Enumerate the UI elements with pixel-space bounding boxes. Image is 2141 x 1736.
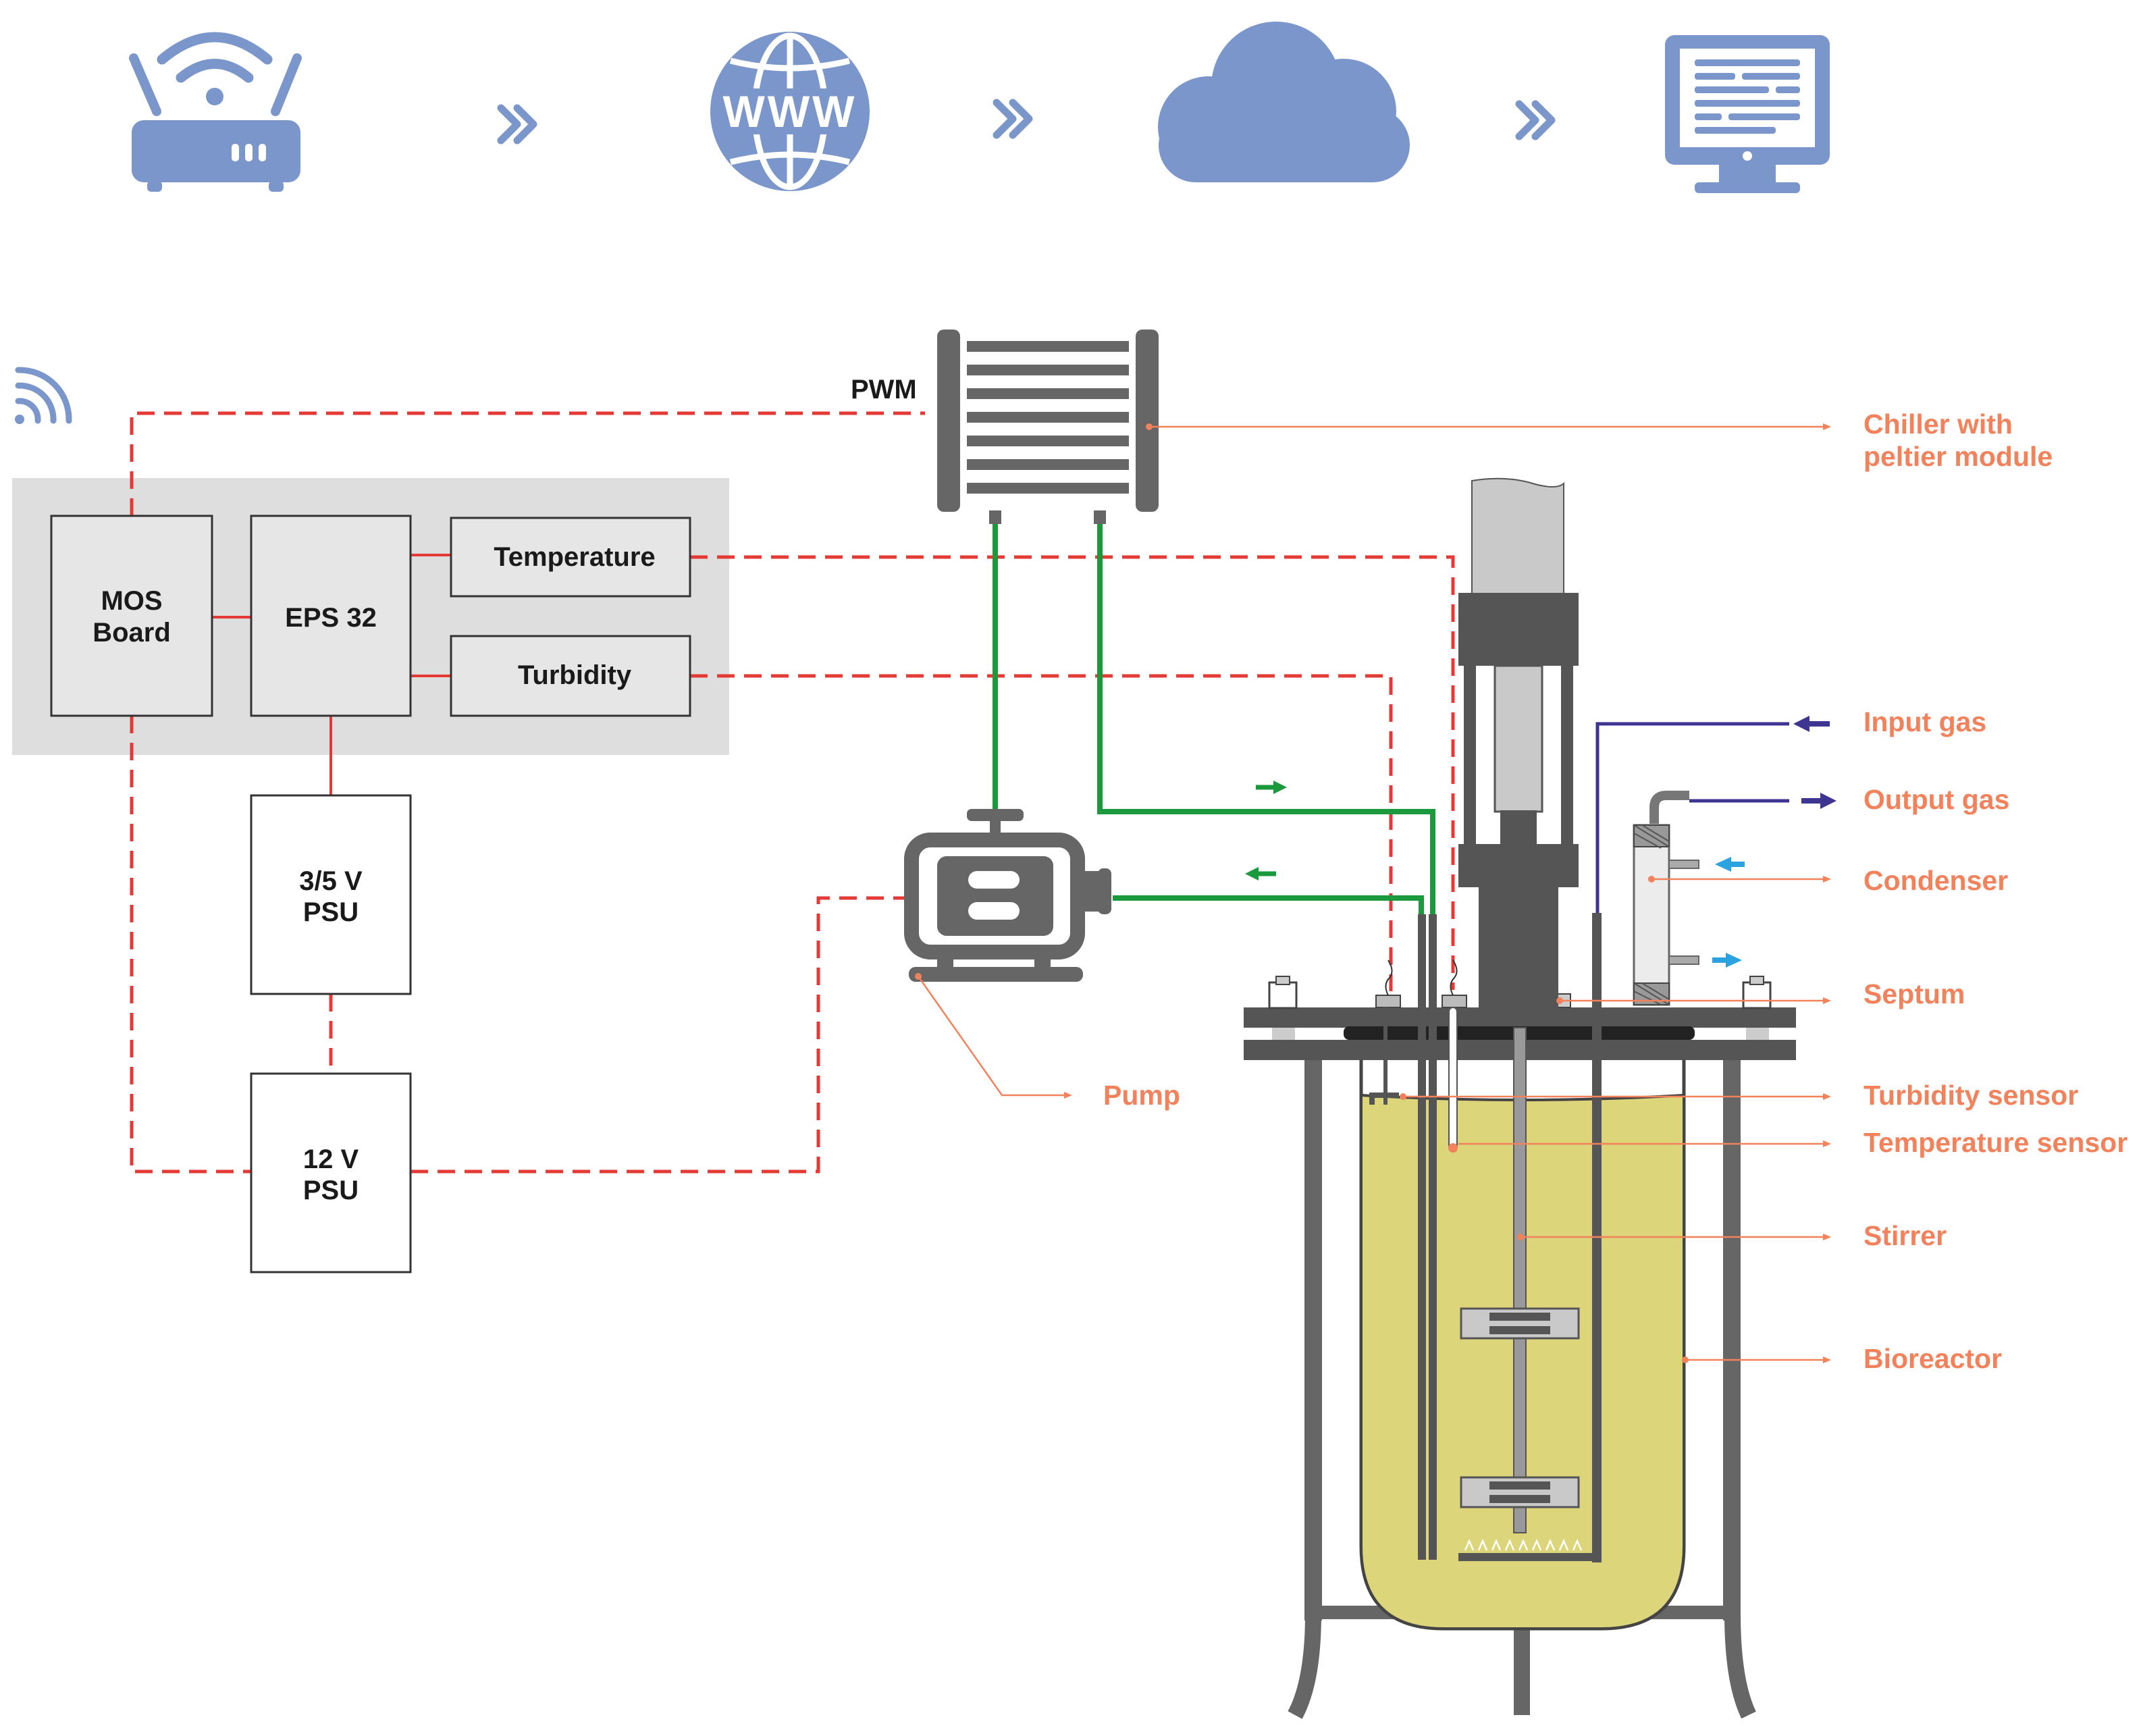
label-output-gas: Output gas: [1864, 784, 2009, 815]
label-bioreactor: Bioreactor: [1864, 1343, 2002, 1374]
monitor-icon: [1665, 35, 1830, 193]
turbidity-block: Turbidity: [450, 635, 691, 717]
temperature-label: Temperature: [494, 542, 655, 572]
label-chiller-line2: peltier module: [1864, 441, 2053, 472]
label-septum: Septum: [1864, 978, 1965, 1009]
eps32-label: EPS 32: [285, 603, 377, 633]
chevron-right-icon: [1515, 100, 1556, 140]
turbidity-label: Turbidity: [518, 660, 632, 690]
psu-3-5v-label-line2: PSU: [303, 897, 359, 927]
label-leader-lines: [915, 423, 1831, 1363]
signal-wires: [130, 411, 1455, 1174]
psu-3-5v-label-line1: 3/5 V: [299, 866, 363, 896]
router-icon: [129, 32, 302, 192]
www-globe-icon: WWW: [710, 32, 870, 191]
pump: [904, 809, 1111, 982]
psu-12v-label-line1: 12 V: [303, 1145, 359, 1174]
label-input-gas: Input gas: [1864, 706, 1986, 737]
mos-board-label-line1: MOS: [101, 586, 162, 616]
bioreactor-vessel: [1244, 477, 1796, 1719]
mos-board-label-line2: Board: [92, 618, 171, 648]
eps32-block: EPS 32: [250, 515, 412, 717]
mos-board-block: MOS Board: [50, 515, 213, 717]
wifi-signal-icon: [15, 367, 72, 424]
label-stirrer: Stirrer: [1864, 1220, 1947, 1251]
psu-12v-label-line2: PSU: [303, 1176, 359, 1205]
psu-12v-block: 12 V PSU: [250, 1072, 412, 1273]
label-pump: Pump: [1103, 1080, 1180, 1111]
cloud-icon: [1158, 22, 1410, 182]
svg-text:WWW: WWW: [723, 86, 857, 136]
flow-arrows: [1712, 716, 1836, 968]
label-chiller-line1: Chiller with: [1864, 409, 2013, 440]
chiller-peltier-module: [937, 330, 1159, 524]
label-turbidity-sensor: Turbidity sensor: [1864, 1080, 2078, 1111]
coolant-lines: [993, 524, 1435, 924]
temperature-block: Temperature: [450, 517, 691, 598]
pwm-label: PWM: [851, 375, 917, 404]
chevron-right-icon: [497, 104, 537, 144]
psu-3-5v-block: 3/5 V PSU: [250, 794, 412, 995]
chevron-right-icon: [993, 99, 1033, 139]
label-condenser: Condenser: [1864, 865, 2008, 896]
label-temperature-sensor: Temperature sensor: [1864, 1127, 2127, 1158]
